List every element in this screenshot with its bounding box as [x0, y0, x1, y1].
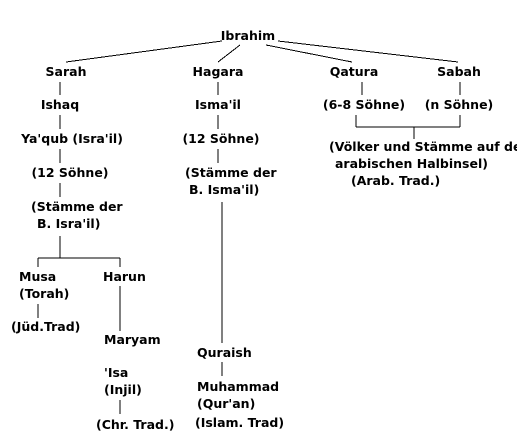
node-sarah: Sarah	[46, 64, 87, 79]
node-yaqub: Ya'qub (Isra'il)	[20, 131, 123, 146]
node-musa: Musa	[19, 269, 56, 284]
node-labels: Ibrahim Sarah Hagara Qatura Sabah Ishaq …	[11, 28, 517, 432]
node-sabah: Sabah	[437, 64, 481, 79]
node-harun: Harun	[103, 269, 146, 284]
node-isa: 'Isa	[104, 365, 128, 380]
node-islam-trad: (Islam. Trad)	[195, 415, 284, 430]
node-maryam: Maryam	[104, 332, 161, 347]
node-jued-trad: (Jüd.Trad)	[11, 319, 80, 334]
node-israil-tribes-1: (Stämme der	[31, 199, 123, 214]
node-ismail-tribes-1: (Stämme der	[185, 165, 277, 180]
node-quraish: Quraish	[197, 345, 252, 360]
edge-ibrahim-hagara	[217, 44, 241, 63]
node-qatura-sons: (6-8 Söhne)	[323, 97, 405, 112]
node-ismail: Isma'il	[195, 97, 241, 112]
node-hagara: Hagara	[193, 64, 244, 79]
edge-ibrahim-sarah	[65, 40, 223, 63]
node-chr-trad: (Chr. Trad.)	[96, 417, 174, 432]
node-quran: (Qur'an)	[197, 396, 255, 411]
node-arab-2: arabischen Halbinsel)	[335, 156, 488, 171]
node-israil-tribes-2: B. Isra'il)	[37, 216, 100, 231]
node-ismail-tribes-2: B. Isma'il)	[189, 182, 259, 197]
node-qatura: Qatura	[330, 64, 379, 79]
node-ibrahim: Ibrahim	[221, 28, 275, 43]
node-injil: (Injil)	[104, 382, 142, 397]
edge-ibrahim-qatura	[265, 44, 353, 63]
node-torah: (Torah)	[19, 286, 69, 301]
node-arab-1: (Völker und Stämme auf der	[329, 139, 517, 154]
node-hagara-sons: (12 Söhne)	[182, 131, 259, 146]
connector-lines	[37, 40, 461, 414]
node-arab-trad: (Arab. Trad.)	[351, 173, 440, 188]
edge-ibrahim-sabah	[277, 40, 459, 63]
node-muhammad: Muhammad	[197, 379, 279, 394]
node-ishaq: Ishaq	[41, 97, 79, 112]
node-sabah-sons: (n Söhne)	[425, 97, 494, 112]
node-sarah-sons: (12 Söhne)	[31, 165, 108, 180]
